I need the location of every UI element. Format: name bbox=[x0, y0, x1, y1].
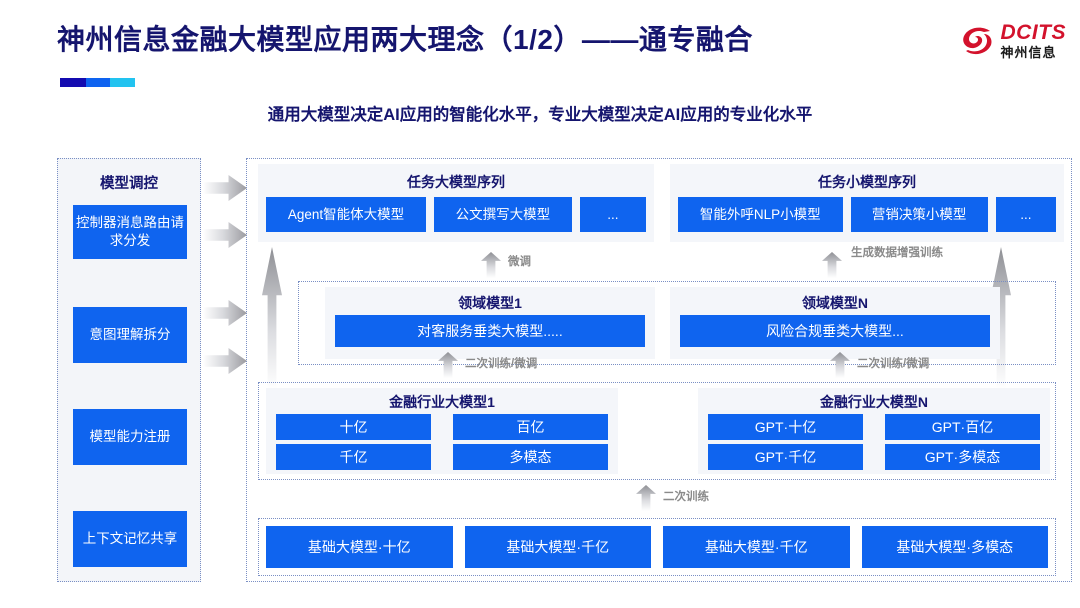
domain-1-title: 领域模型1 bbox=[458, 295, 522, 311]
domain-model-1-panel: 领域模型1 对客服务垂类大模型..... bbox=[325, 287, 655, 359]
domain-model-n-panel: 领域模型N 风险合规垂类大模型... bbox=[670, 287, 1000, 359]
task-small-model-panel: 任务小模型序列 智能外呼NLP小模型 营销决策小模型 ... bbox=[670, 164, 1064, 242]
base-model-box-3[interactable]: 基础大模型·千亿 bbox=[663, 526, 850, 568]
task-box-doc-writing-model[interactable]: 公文撰写大模型 bbox=[433, 197, 572, 232]
right-arrow-icon-4 bbox=[203, 348, 247, 374]
underline-segment-mid bbox=[85, 78, 111, 87]
base-model-frame bbox=[258, 518, 1056, 576]
title-underline-bar bbox=[60, 78, 135, 87]
industry-1-box-1[interactable]: 十亿 bbox=[276, 414, 431, 440]
task-box-more-small[interactable]: ... bbox=[995, 197, 1056, 232]
right-arrow-icon-2 bbox=[203, 222, 247, 248]
industry-n-title: 金融行业大模型N bbox=[819, 394, 929, 410]
arrow-label-retrain: 二次训练 bbox=[663, 491, 709, 503]
industry-n-box-3[interactable]: GPT·千亿 bbox=[708, 444, 863, 470]
sidebar-item-intent-parsing[interactable]: 意图理解拆分 bbox=[73, 307, 187, 363]
industry-model-1-panel: 金融行业大模型1 十亿 百亿 千亿 多模态 bbox=[266, 388, 618, 474]
domain-1-box[interactable]: 对客服务垂类大模型..... bbox=[335, 315, 645, 347]
sidebar-model-control: 模型调控 控制器消息路由请求分发 意图理解拆分 模型能力注册 上下文记忆共享 bbox=[57, 158, 201, 582]
domain-n-box[interactable]: 风险合规垂类大模型... bbox=[680, 315, 990, 347]
industry-n-box-1[interactable]: GPT·十亿 bbox=[708, 414, 863, 440]
swirl-logo-icon bbox=[960, 24, 994, 58]
arrow-label-data-aug: 生成数据增强训练 bbox=[851, 247, 943, 259]
industry-n-grid: GPT·十亿 GPT·百亿 GPT·千亿 GPT·多模态 bbox=[708, 414, 1040, 470]
base-model-box-2[interactable]: 基础大模型·千亿 bbox=[464, 526, 651, 568]
base-model-box-4[interactable]: 基础大模型·多模态 bbox=[861, 526, 1048, 568]
industry-1-grid: 十亿 百亿 千亿 多模态 bbox=[276, 414, 608, 470]
task-box-agent-model[interactable]: Agent智能体大模型 bbox=[266, 197, 426, 232]
industry-1-box-2[interactable]: 百亿 bbox=[453, 414, 608, 440]
right-arrow-icon-3 bbox=[203, 300, 247, 326]
page-subtitle: 通用大模型决定AI应用的智能化水平，专业大模型决定AI应用的专业化水平 bbox=[267, 106, 813, 124]
sidebar-item-capability-registry[interactable]: 模型能力注册 bbox=[73, 409, 187, 465]
task-small-box-row: 智能外呼NLP小模型 营销决策小模型 ... bbox=[678, 197, 1056, 232]
page-title: 神州信息金融大模型应用两大理念（1/2）——通专融合 bbox=[57, 24, 753, 55]
arrow-label-retrain-left: 二次训练/微调 bbox=[465, 358, 538, 370]
industry-1-box-3[interactable]: 千亿 bbox=[276, 444, 431, 470]
industry-model-n-panel: 金融行业大模型N GPT·十亿 GPT·百亿 GPT·千亿 GPT·多模态 bbox=[698, 388, 1050, 474]
underline-segment-dark bbox=[60, 78, 86, 87]
industry-n-box-4[interactable]: GPT·多模态 bbox=[885, 444, 1040, 470]
industry-n-box-2[interactable]: GPT·百亿 bbox=[885, 414, 1040, 440]
arrow-label-retrain-right: 二次训练/微调 bbox=[857, 358, 930, 370]
industry-model-frame bbox=[258, 382, 1056, 480]
logo-cn-text: 神州信息 bbox=[1000, 45, 1057, 60]
sidebar-item-controller-routing[interactable]: 控制器消息路由请求分发 bbox=[73, 205, 187, 259]
industry-1-title: 金融行业大模型1 bbox=[389, 394, 495, 410]
task-box-more[interactable]: ... bbox=[579, 197, 646, 232]
arrow-label-fine-tune: 微调 bbox=[508, 256, 531, 268]
base-model-row: 基础大模型·十亿 基础大模型·千亿 基础大模型·千亿 基础大模型·多模态 bbox=[266, 526, 1048, 568]
architecture-frame bbox=[246, 158, 1072, 582]
task-box-outbound-nlp-model[interactable]: 智能外呼NLP小模型 bbox=[678, 197, 843, 232]
task-box-marketing-decision-model[interactable]: 营销决策小模型 bbox=[850, 197, 988, 232]
dcits-logo: DCITS 神州信息 bbox=[960, 22, 1067, 59]
task-large-title: 任务大模型序列 bbox=[407, 174, 505, 190]
industry-1-box-4[interactable]: 多模态 bbox=[453, 444, 608, 470]
sidebar-title: 模型调控 bbox=[100, 176, 158, 192]
task-large-box-row: Agent智能体大模型 公文撰写大模型 ... bbox=[266, 197, 646, 232]
task-small-title: 任务小模型序列 bbox=[818, 174, 916, 190]
underline-segment-light bbox=[110, 78, 135, 87]
domain-n-title: 领域模型N bbox=[801, 295, 869, 311]
right-arrow-icon-1 bbox=[203, 175, 247, 201]
sidebar-item-context-memory[interactable]: 上下文记忆共享 bbox=[73, 511, 187, 567]
domain-model-frame bbox=[298, 281, 1056, 365]
task-large-model-panel: 任务大模型序列 Agent智能体大模型 公文撰写大模型 ... bbox=[258, 164, 654, 242]
base-model-box-1[interactable]: 基础大模型·十亿 bbox=[266, 526, 453, 568]
logo-en-text: DCITS bbox=[1000, 21, 1066, 44]
